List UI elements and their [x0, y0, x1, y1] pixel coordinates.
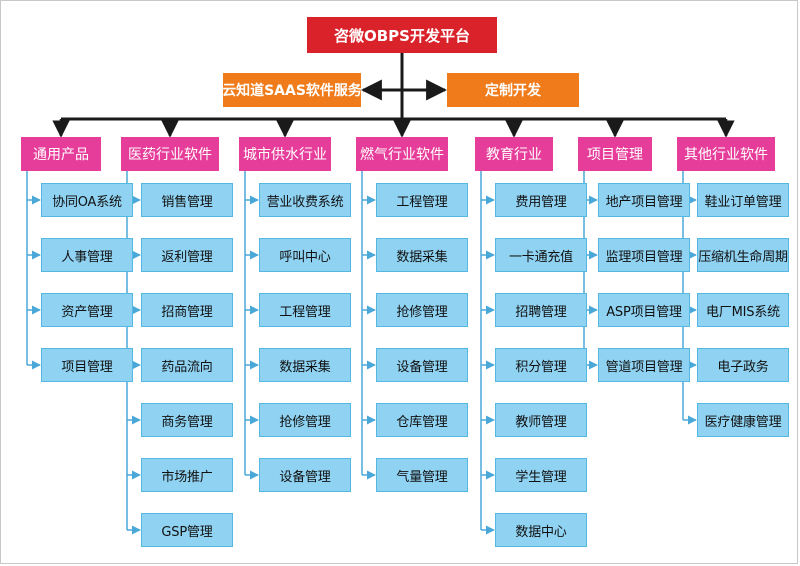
item-node: 地产项目管理 [598, 183, 690, 217]
item-node: 资产管理 [41, 293, 133, 327]
item-node: 呼叫中心 [259, 238, 351, 272]
item-node: 抢修管理 [376, 293, 468, 327]
item-node: 市场推广 [141, 458, 233, 492]
item-node: 药品流向 [141, 348, 233, 382]
item-node: 人事管理 [41, 238, 133, 272]
root-node-obps-platform: 咨微OBPS开发平台 [307, 17, 497, 53]
item-node: 电厂MIS系统 [697, 293, 789, 327]
item-node: 数据中心 [495, 513, 587, 547]
item-node: 工程管理 [259, 293, 351, 327]
item-node: 销售管理 [141, 183, 233, 217]
category-node: 项目管理 [578, 137, 652, 171]
item-node: 管道项目管理 [598, 348, 690, 382]
item-node: GSP管理 [141, 513, 233, 547]
side-node-saas-service: 云知道SAAS软件服务 [223, 73, 361, 107]
item-node: 仓库管理 [376, 403, 468, 437]
category-node: 医药行业软件 [121, 137, 219, 171]
category-node: 其他行业软件 [677, 137, 775, 171]
item-node: 数据采集 [259, 348, 351, 382]
item-node: 项目管理 [41, 348, 133, 382]
item-node: 电子政务 [697, 348, 789, 382]
category-node: 通用产品 [21, 137, 101, 171]
category-node: 燃气行业软件 [356, 137, 448, 171]
item-node: 营业收费系统 [259, 183, 351, 217]
item-node: 招聘管理 [495, 293, 587, 327]
item-node: ASP项目管理 [598, 293, 690, 327]
item-node: 压缩机生命周期 [697, 238, 789, 272]
item-node: 鞋业订单管理 [697, 183, 789, 217]
item-node: 数据采集 [376, 238, 468, 272]
item-node: 商务管理 [141, 403, 233, 437]
item-node: 工程管理 [376, 183, 468, 217]
item-node: 气量管理 [376, 458, 468, 492]
category-node: 教育行业 [475, 137, 553, 171]
item-node: 抢修管理 [259, 403, 351, 437]
item-node: 学生管理 [495, 458, 587, 492]
item-node: 积分管理 [495, 348, 587, 382]
item-node: 设备管理 [259, 458, 351, 492]
category-node: 城市供水行业 [239, 137, 331, 171]
item-node: 返利管理 [141, 238, 233, 272]
item-node: 费用管理 [495, 183, 587, 217]
item-node: 教师管理 [495, 403, 587, 437]
item-node: 一卡通充值 [495, 238, 587, 272]
item-node: 设备管理 [376, 348, 468, 382]
item-node: 医疗健康管理 [697, 403, 789, 437]
item-node: 招商管理 [141, 293, 233, 327]
item-node: 监理项目管理 [598, 238, 690, 272]
item-node: 协同OA系统 [41, 183, 133, 217]
side-node-custom-development: 定制开发 [447, 73, 579, 107]
